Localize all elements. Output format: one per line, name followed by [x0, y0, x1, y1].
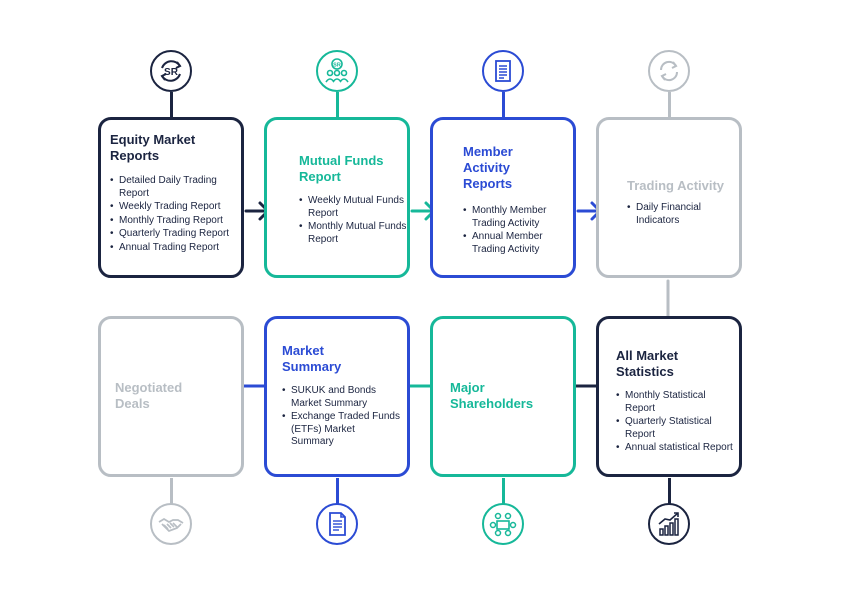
card-title: Equity Market Reports [110, 132, 196, 163]
card-all-market-statistics: All Market Statistics Monthly Statistica… [596, 316, 742, 477]
stem-member [502, 92, 505, 118]
card-equity-market-reports: Equity Market Reports Detailed Daily Tra… [98, 117, 244, 278]
card-items: Detailed Daily Trading Report Weekly Tra… [110, 175, 240, 255]
card-items: SUKUK and Bonds Market Summary Exchange … [282, 385, 400, 450]
card-title: Market Summary [282, 343, 342, 374]
card-title: Mutual Funds Report [299, 153, 384, 184]
document-icon [482, 50, 524, 92]
card-title: All Market Statistics [616, 348, 679, 379]
card-title: Major Shareholders [450, 380, 534, 411]
list-item: Annual Trading Report [110, 242, 240, 255]
list-item: Monthly Statistical Report [616, 390, 738, 415]
stem-summary [336, 478, 339, 504]
card-negotiated-deals: Negotiated Deals [98, 316, 244, 477]
meeting-icon [482, 503, 524, 545]
list-item: Weekly Mutual Funds Report [299, 195, 407, 220]
stem-trading [668, 92, 671, 118]
people-sr-icon: SR [316, 50, 358, 92]
sr-cycle-icon: SR [150, 50, 192, 92]
list-item: Monthly Member Trading Activity [463, 205, 573, 230]
stem-negotiated [170, 478, 173, 504]
card-major-shareholders: Major Shareholders [430, 316, 576, 477]
handshake-icon [150, 503, 192, 545]
list-item: Detailed Daily Trading Report [110, 175, 240, 200]
card-items: Weekly Mutual Funds Report Monthly Mutua… [299, 195, 407, 247]
refresh-icon [648, 50, 690, 92]
card-title: Member Activity Reports [463, 144, 513, 191]
card-items: Monthly Member Trading Activity Annual M… [463, 205, 573, 257]
card-items: Daily Financial Indicators [627, 202, 727, 228]
stem-equity [170, 92, 173, 118]
card-market-summary: Market Summary SUKUK and Bonds Market Su… [264, 316, 410, 477]
list-item: Weekly Trading Report [110, 201, 240, 214]
list-item: Annual statistical Report [616, 442, 738, 455]
stem-major [502, 478, 505, 504]
card-title: Trading Activity [627, 178, 725, 193]
card-items: Monthly Statistical Report Quarterly Sta… [616, 390, 738, 456]
list-item: SUKUK and Bonds Market Summary [282, 385, 400, 410]
list-item: Quarterly Trading Report [110, 228, 240, 241]
card-title: Negotiated Deals [115, 380, 183, 411]
list-item: Quarterly Statistical Report [616, 416, 738, 441]
bar-chart-growth-icon [648, 503, 690, 545]
list-item: Daily Financial Indicators [627, 202, 727, 227]
stem-mutual [336, 92, 339, 118]
svg-text:SR: SR [333, 63, 341, 69]
card-trading-activity: Trading Activity Daily Financial Indicat… [596, 117, 742, 278]
card-member-activity-reports: Member Activity Reports Monthly Member T… [430, 117, 576, 278]
svg-text:SR: SR [164, 67, 179, 78]
list-item: Monthly Mutual Funds Report [299, 221, 407, 246]
list-item: Exchange Traded Funds (ETFs) Market Summ… [282, 411, 400, 449]
list-item: Annual Member Trading Activity [463, 231, 573, 256]
list-item: Monthly Trading Report [110, 215, 240, 228]
report-icon [316, 503, 358, 545]
stem-allmarket [668, 478, 671, 504]
card-mutual-funds-report: Mutual Funds Report Weekly Mutual Funds … [264, 117, 410, 278]
